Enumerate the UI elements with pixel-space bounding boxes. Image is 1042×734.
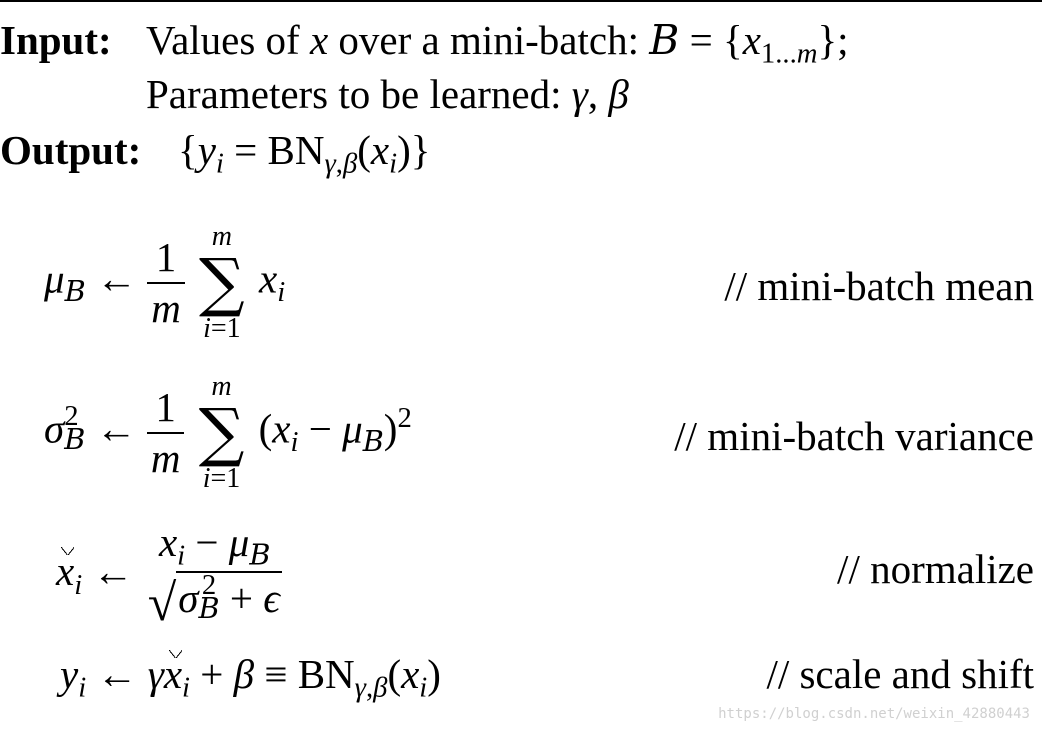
input-label: Input:	[0, 17, 112, 63]
output-line: Output: {yi = BNγ,β(xi)}	[0, 127, 430, 178]
scale-shift-formula: yi ← γxi + β ≡ BNγ,β(xi)	[60, 650, 441, 704]
output-formula: {yi = BNγ,β(xi)}	[178, 127, 431, 180]
scale-shift-comment: // scale and shift	[766, 651, 1034, 697]
variance-comment: // mini-batch variance	[674, 413, 1034, 459]
top-rule	[0, 0, 1042, 2]
mean-comment: // mini-batch mean	[724, 263, 1034, 309]
input-line: Input: Values of x over a mini-batch: B …	[0, 17, 849, 68]
x-hat: x	[56, 547, 75, 595]
normalize-comment: // normalize	[837, 546, 1034, 592]
output-label: Output:	[0, 127, 142, 173]
batch-set: B = {x1...m};	[649, 16, 849, 70]
watermark: https://blog.csdn.net/weixin_42880443	[718, 706, 1030, 722]
input-values: Values of x over a mini-batch: B = {x1..…	[146, 16, 849, 70]
